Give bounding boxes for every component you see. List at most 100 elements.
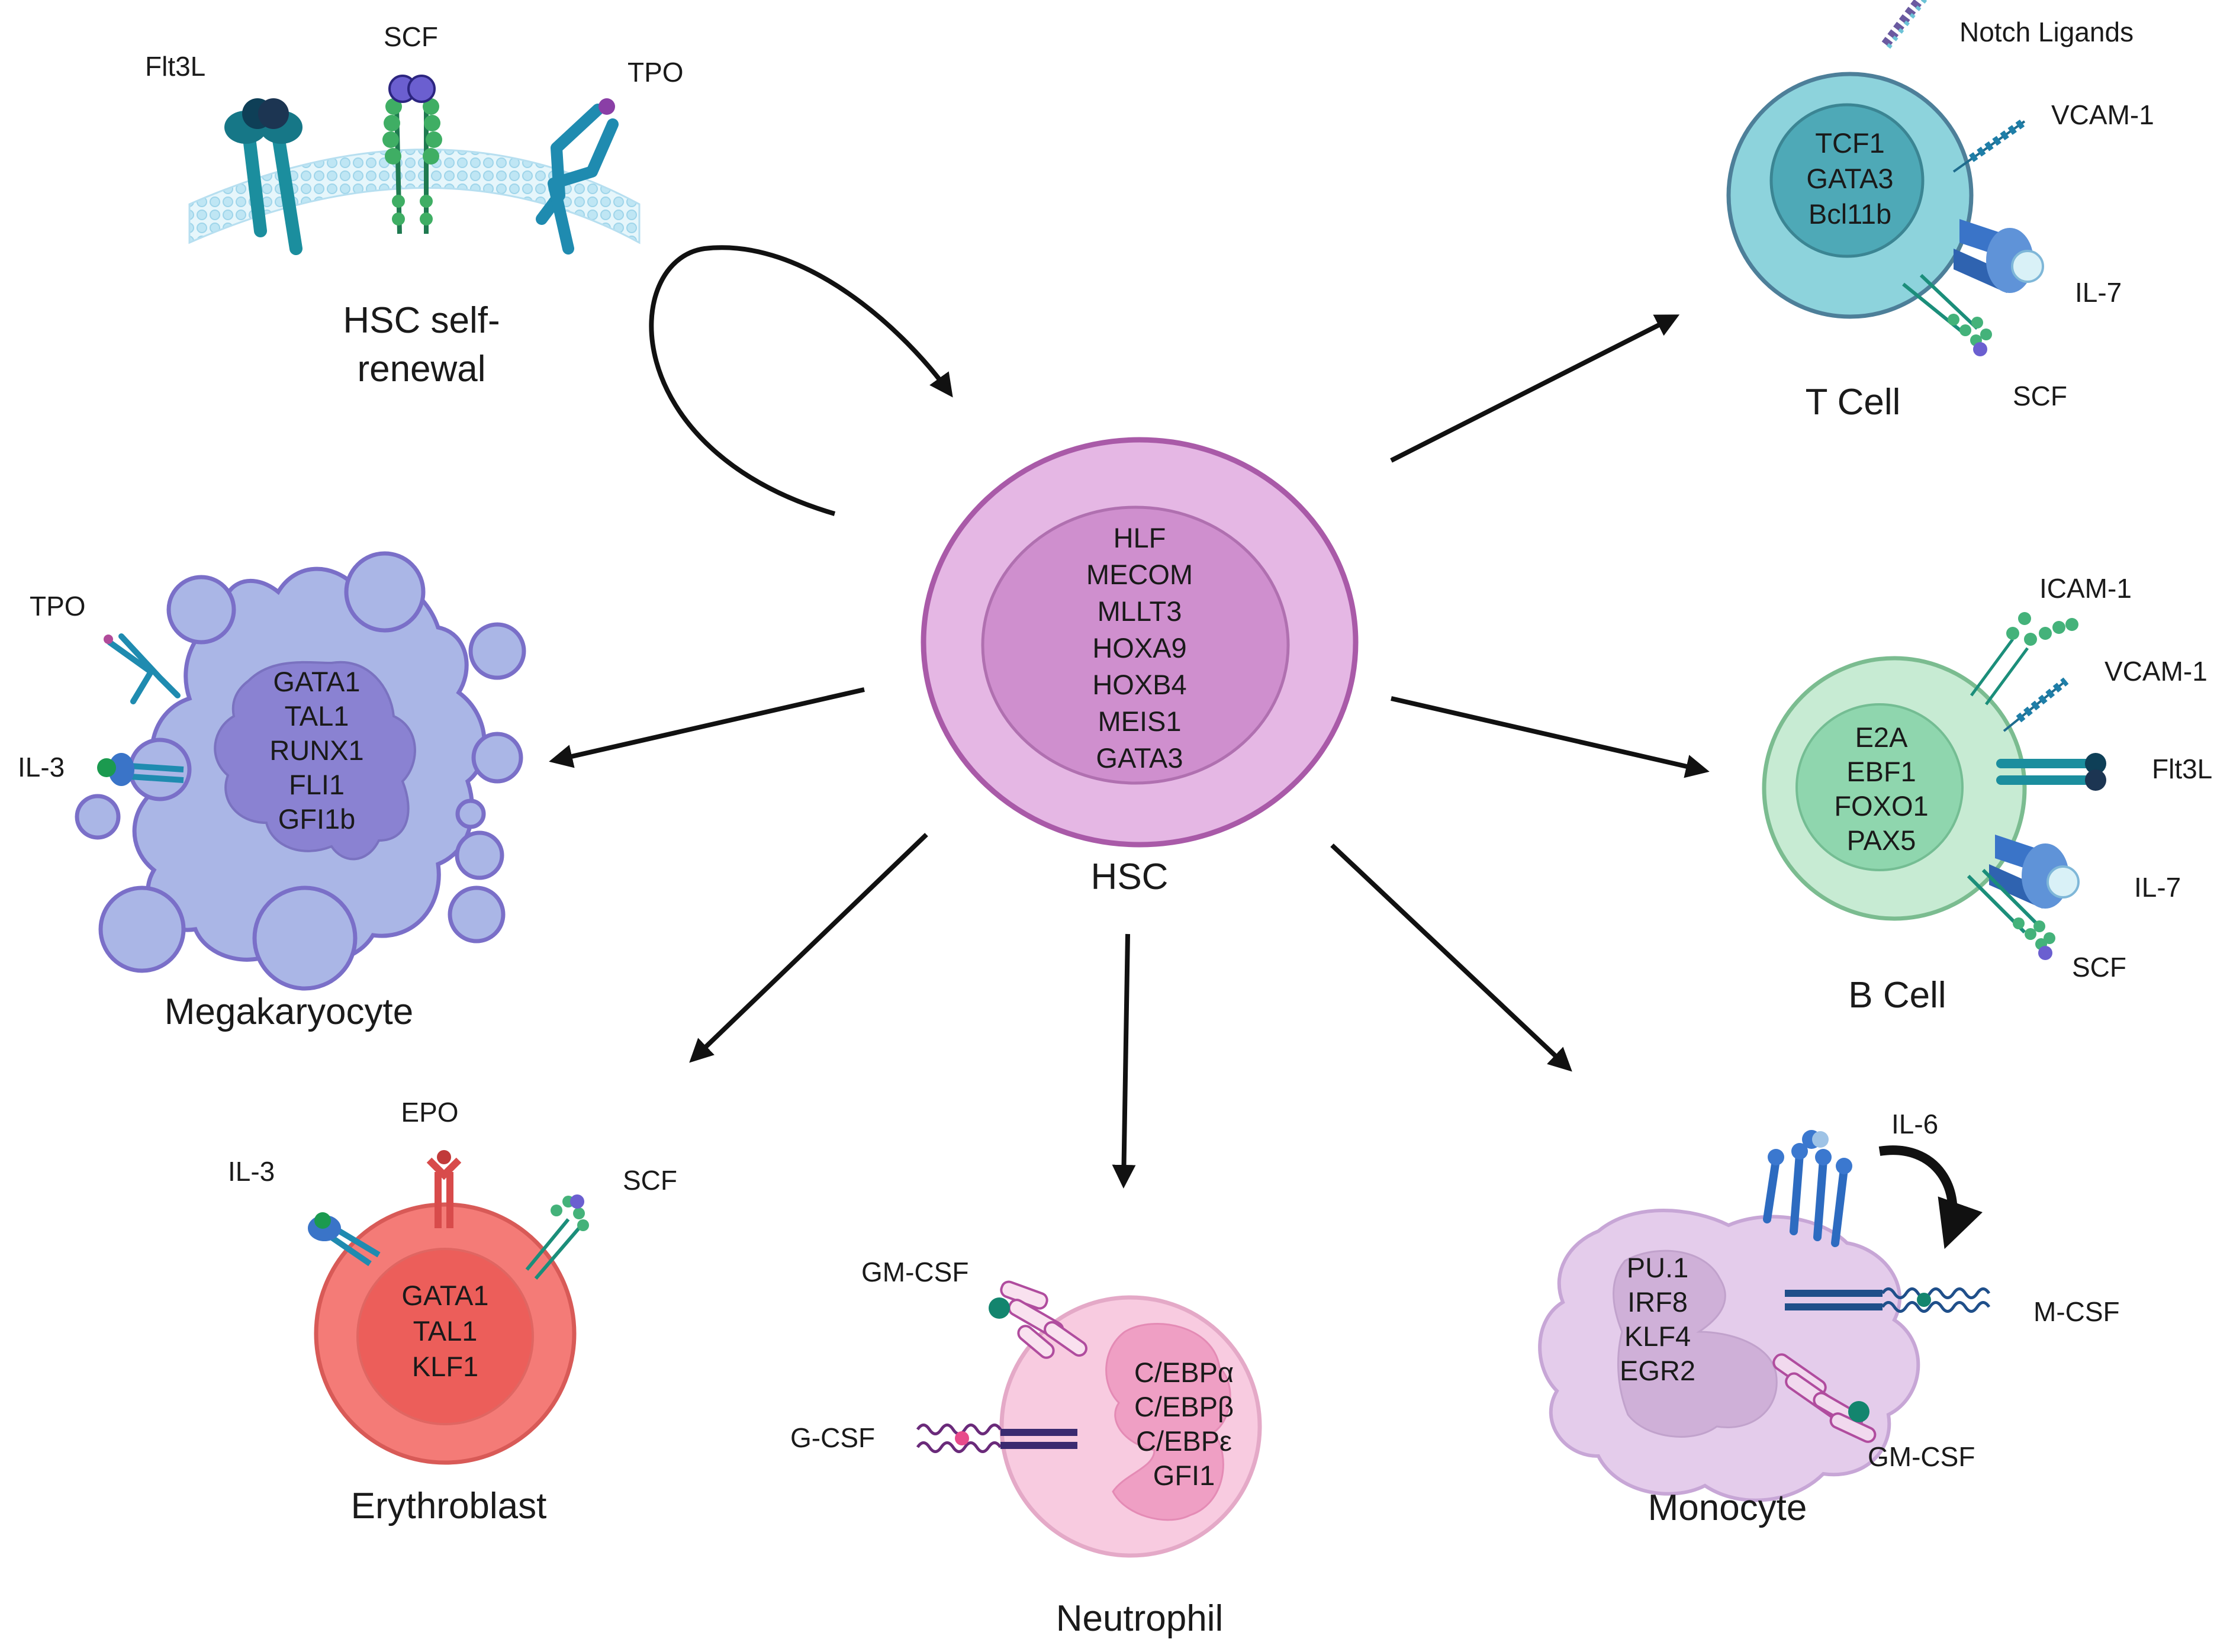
differentiation-arrows bbox=[549, 245, 1710, 1189]
monocyte-label: Monocyte bbox=[1648, 1487, 1807, 1528]
monocyte-ligand-mcsf: M-CSF bbox=[2033, 1296, 2120, 1327]
erythroblast-il3-icon bbox=[308, 1212, 381, 1267]
erythroblast-ligand-il3: IL-3 bbox=[228, 1156, 275, 1187]
megakaryocyte-il3-icon bbox=[97, 753, 184, 786]
lipid-bilayer bbox=[188, 149, 641, 244]
erythroblast-ligand-epo: EPO bbox=[401, 1097, 458, 1128]
b-cell-gene: E2A bbox=[1855, 722, 1908, 753]
erythroblast-ligand-scf: SCF bbox=[623, 1165, 677, 1196]
b-cell-vcam1-icon bbox=[2003, 677, 2069, 732]
b-cell-ligand-flt3l: Flt3L bbox=[2152, 753, 2212, 784]
arrow-to-erythroblast bbox=[689, 833, 928, 1063]
b-cell-scf-icon bbox=[1967, 868, 2055, 960]
b-cell-ligand-il7: IL-7 bbox=[2134, 872, 2181, 903]
hsc-gene: MEIS1 bbox=[1098, 706, 1181, 737]
t-cell-gene: GATA3 bbox=[1806, 163, 1893, 194]
monocyte-gene: IRF8 bbox=[1627, 1286, 1688, 1318]
arrow-to-t-cell bbox=[1390, 314, 1680, 463]
monocyte-ligand-il6: IL-6 bbox=[1891, 1109, 1938, 1139]
neutrophil-gene: C/EBPε bbox=[1136, 1425, 1232, 1457]
hsc-gene: MLLT3 bbox=[1098, 595, 1182, 627]
monocyte-nucleus bbox=[1613, 1250, 1778, 1438]
m-csf-receptor-icon bbox=[1785, 1287, 1991, 1313]
platelet-blebs bbox=[75, 551, 526, 991]
hsc-gene: HOXA9 bbox=[1092, 632, 1186, 664]
monocyte-ligand-gmcsf: GM-CSF bbox=[1868, 1441, 1975, 1472]
il7-receptor-icon bbox=[1954, 219, 2044, 293]
self-renewal-panel: Flt3L SCF TPO HSC self- renewal bbox=[145, 21, 684, 389]
neutrophil-ligand-gmcsf: GM-CSF bbox=[861, 1257, 968, 1287]
tpo-receptor-icon bbox=[536, 98, 619, 255]
t-cell-gene: TCF1 bbox=[1815, 127, 1885, 159]
flt3l-receptor-icon bbox=[224, 98, 303, 255]
erythroblast-gene: KLF1 bbox=[412, 1351, 478, 1382]
b-cell-gene: FOXO1 bbox=[1834, 790, 1928, 822]
megakaryocyte-gene: FLI1 bbox=[289, 769, 345, 800]
icam1-icon bbox=[1970, 612, 2078, 706]
neutrophil-label: Neutrophil bbox=[1056, 1598, 1224, 1639]
hsc-gene: HOXB4 bbox=[1092, 669, 1186, 700]
b-cell-nucleus bbox=[1795, 703, 1964, 871]
monocyte-gene: PU.1 bbox=[1627, 1252, 1689, 1283]
b-cell-gene: EBF1 bbox=[1846, 756, 1916, 787]
neutrophil-nucleus bbox=[1105, 1323, 1231, 1521]
megakaryocyte-gene: GFI1b bbox=[278, 803, 356, 835]
hsc-gene: GATA3 bbox=[1096, 742, 1183, 774]
neutrophil-gcsf-icon bbox=[916, 1424, 1077, 1453]
hsc-nucleus bbox=[981, 505, 1290, 785]
megakaryocyte-tpo-icon bbox=[104, 633, 181, 704]
arrow-to-b-cell bbox=[1391, 696, 1710, 778]
monocyte-gene: KLF4 bbox=[1624, 1321, 1691, 1352]
self-renewal-ligand-flt3l: Flt3L bbox=[145, 51, 205, 82]
vcam1-icon bbox=[1952, 118, 2028, 173]
t-cell-scf-icon bbox=[1902, 273, 1992, 356]
erythroblast-label: Erythroblast bbox=[351, 1486, 547, 1527]
epo-receptor-icon bbox=[426, 1150, 462, 1228]
t-cell-nucleus bbox=[1769, 103, 1925, 258]
neutrophil-gmcsf-icon bbox=[989, 1280, 1087, 1359]
arrow-to-monocyte bbox=[1330, 843, 1572, 1072]
megakaryocyte-gene: RUNX1 bbox=[269, 735, 363, 766]
t-cell-ligand-notch: Notch Ligands bbox=[1959, 17, 2134, 47]
erythroblast-nucleus bbox=[356, 1248, 534, 1425]
b-cell-label: B Cell bbox=[1848, 975, 1946, 1016]
notch-ligand-icon bbox=[1881, 0, 1928, 49]
hsc-gene: MECOM bbox=[1086, 559, 1193, 590]
self-renewal-caption-line2: renewal bbox=[357, 349, 485, 389]
t-cell-ligand-il7: IL-7 bbox=[2075, 277, 2122, 308]
b-cell-ligand-scf: SCF bbox=[2072, 952, 2126, 983]
il6-receptor-icon bbox=[1763, 1130, 1852, 1247]
arrow-to-megakaryocyte bbox=[549, 687, 865, 768]
neutrophil-gene: GFI1 bbox=[1153, 1460, 1215, 1491]
self-renewal-ligand-scf: SCF bbox=[384, 21, 438, 52]
megakaryocyte-ligand-il3: IL-3 bbox=[18, 752, 65, 782]
self-renewal-ligand-tpo: TPO bbox=[628, 57, 684, 88]
monocyte-gene: EGR2 bbox=[1620, 1355, 1695, 1386]
b-cell-ligand-vcam1: VCAM-1 bbox=[2104, 656, 2208, 687]
megakaryocyte-label: Megakaryocyte bbox=[165, 991, 413, 1032]
megakaryocyte-gene: GATA1 bbox=[273, 666, 360, 697]
neutrophil-gene: C/EBPβ bbox=[1134, 1391, 1234, 1422]
neutrophil-ligand-gcsf: G-CSF bbox=[790, 1422, 875, 1453]
t-cell-gene: Bcl11b bbox=[1809, 198, 1891, 230]
neutrophil-gene: C/EBPα bbox=[1134, 1357, 1234, 1388]
erythroblast-gene: GATA1 bbox=[401, 1280, 488, 1311]
monocyte-gmcsf-icon bbox=[1772, 1353, 1877, 1443]
megakaryocyte-ligand-tpo: TPO bbox=[30, 591, 86, 621]
t-cell-ligand-scf: SCF bbox=[2013, 381, 2067, 411]
self-renewal-arrow bbox=[649, 245, 953, 516]
erythroblast-gene: TAL1 bbox=[413, 1315, 478, 1347]
